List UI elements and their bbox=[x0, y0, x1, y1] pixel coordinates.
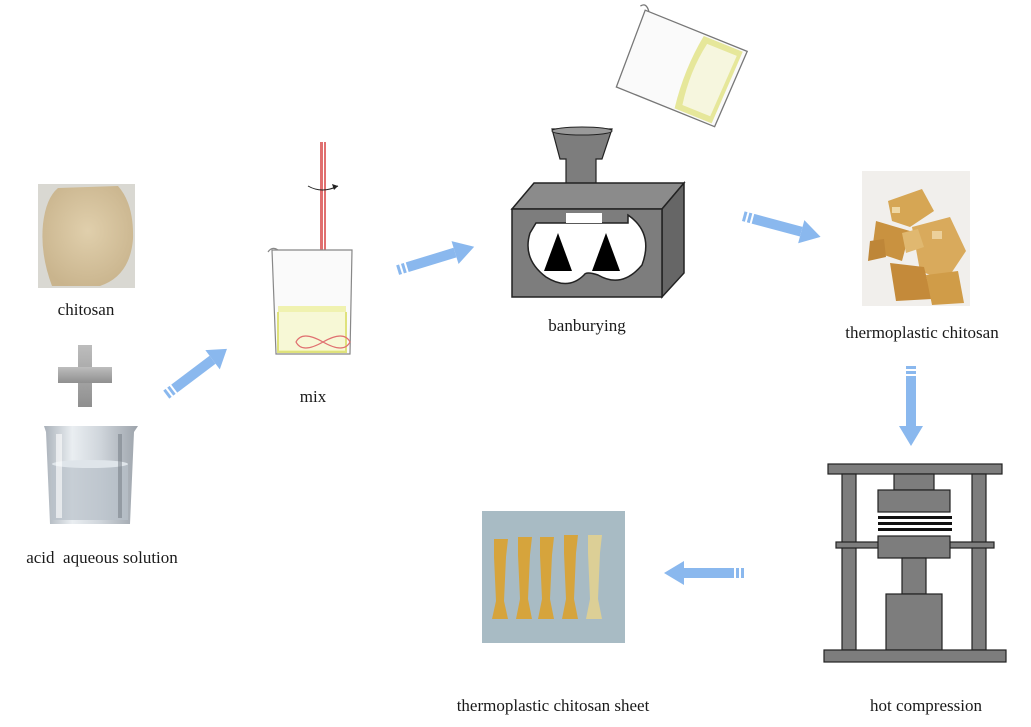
chitosan-label: chitosan bbox=[57, 300, 115, 319]
thermoplastic-chitosan-photo bbox=[862, 171, 970, 306]
mix-beaker bbox=[267, 142, 353, 355]
chitosan-sheet-photo bbox=[482, 511, 625, 643]
hot-compression-label: hot compression bbox=[870, 696, 982, 715]
thermoplastic-chitosan-label: thermoplastic chitosan bbox=[845, 323, 999, 342]
hot-press-machine bbox=[823, 463, 1007, 663]
chitosan-photo bbox=[38, 184, 135, 288]
acid-solution-label: acid aqueous solution bbox=[26, 548, 178, 567]
banbury-mixer bbox=[510, 126, 686, 299]
plus-icon bbox=[58, 345, 112, 407]
mix-label: mix bbox=[299, 387, 327, 406]
chitosan-sheet-label: thermoplastic chitosan sheet bbox=[456, 696, 650, 715]
acid-solution-photo bbox=[38, 424, 142, 528]
banburying-label: banburying bbox=[548, 316, 626, 335]
pouring-beaker bbox=[615, 4, 749, 128]
